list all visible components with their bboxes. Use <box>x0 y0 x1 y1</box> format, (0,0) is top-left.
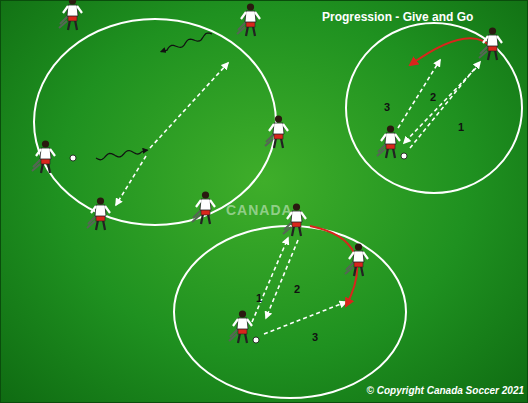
player-head <box>247 3 254 10</box>
player-legs <box>96 220 105 230</box>
player <box>229 310 252 343</box>
dribble-arrow <box>161 33 212 52</box>
callout-number: 2 <box>430 92 436 103</box>
player-arms <box>63 6 82 13</box>
player-head <box>202 191 209 198</box>
pass-arrow <box>116 156 146 205</box>
callout-number: 1 <box>256 293 262 304</box>
dribble-arrow <box>96 150 147 160</box>
player <box>237 3 260 36</box>
player-arms <box>349 252 368 259</box>
player-arms <box>196 200 215 207</box>
player-shadow <box>32 159 41 171</box>
player-shadow <box>479 46 488 58</box>
player-legs <box>201 214 210 224</box>
callout-number: 3 <box>312 332 318 343</box>
player-head <box>69 0 76 5</box>
pass-arrow <box>252 238 288 322</box>
player-shadow <box>237 22 246 34</box>
player-legs <box>274 138 283 148</box>
run-arrow <box>310 226 357 306</box>
callout-number: 1 <box>458 122 464 133</box>
pass-arrow <box>398 60 440 128</box>
grid-circle <box>346 23 522 193</box>
ball <box>401 153 407 159</box>
callout-number: 3 <box>384 102 390 113</box>
player-shadow <box>192 210 201 222</box>
player-shadow <box>345 262 354 274</box>
watermark: CANADA <box>226 203 293 217</box>
player <box>377 125 400 158</box>
player-head <box>97 197 104 204</box>
player <box>192 191 215 224</box>
player <box>59 0 82 30</box>
ball <box>70 155 76 161</box>
ball <box>253 337 259 343</box>
player-shadow <box>377 144 386 156</box>
pass-arrow <box>266 240 298 318</box>
player-legs <box>238 333 247 343</box>
player-head <box>387 125 394 132</box>
player-arms <box>233 319 252 326</box>
player-legs <box>41 163 50 173</box>
player-legs <box>488 50 497 60</box>
player-arms <box>36 149 55 156</box>
player-arms <box>241 12 260 19</box>
player-legs <box>292 226 301 236</box>
grid-circle <box>34 19 276 225</box>
player <box>32 140 55 173</box>
player-legs <box>246 26 255 36</box>
callout-number: 2 <box>294 284 300 295</box>
player-arms <box>269 124 288 131</box>
player <box>87 197 110 230</box>
player-head <box>355 243 362 250</box>
player-arms <box>381 134 400 141</box>
player-shadow <box>87 216 96 228</box>
player-shadow <box>229 329 238 341</box>
pass-arrow <box>404 68 476 143</box>
title: Progression - Give and Go <box>322 11 473 23</box>
player-shadow <box>283 222 292 234</box>
player-head <box>293 203 300 210</box>
player-head <box>489 27 496 34</box>
player-legs <box>354 266 363 276</box>
player-legs <box>386 148 395 158</box>
pass-arrow <box>150 63 228 148</box>
run-arrow <box>410 38 492 65</box>
copyright-caption: © Copyright Canada Soccer 2021 <box>367 386 524 396</box>
pass-arrow <box>264 302 346 334</box>
player <box>265 115 288 148</box>
player <box>345 243 368 276</box>
player <box>479 27 502 60</box>
player-head <box>42 140 49 147</box>
grid-circle <box>174 226 406 398</box>
player-shadow <box>265 134 274 146</box>
player-head <box>239 310 246 317</box>
player-arms <box>483 36 502 43</box>
player-legs <box>68 20 77 30</box>
player-head <box>275 115 282 122</box>
player-arms <box>91 206 110 213</box>
player-shadow <box>59 16 68 28</box>
